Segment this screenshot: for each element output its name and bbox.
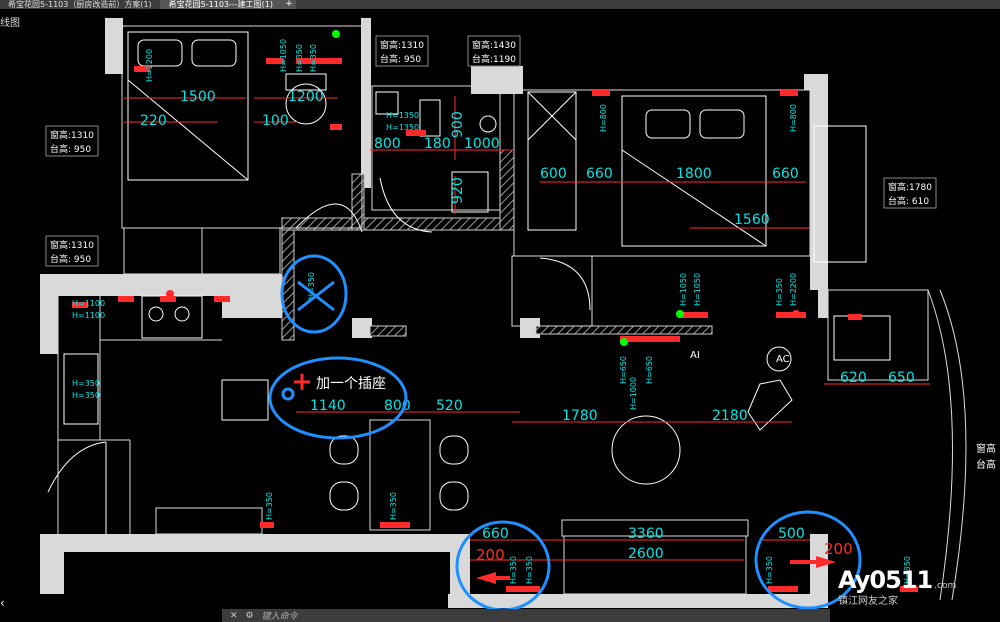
height-tag: H=2200 (789, 273, 798, 306)
dim-660-a: 660 (586, 166, 613, 182)
dim-800-bath: 800 (374, 136, 401, 152)
dim-660-b: 660 (772, 166, 799, 182)
side-note-sill: 台高 (976, 460, 996, 471)
height-tag: H=350 (309, 44, 318, 72)
dim-920: 920 (450, 177, 466, 204)
height-tag: H=350 (903, 556, 912, 584)
dim-2180: 2180 (712, 408, 748, 424)
height-tag: H=1000 (629, 377, 638, 410)
svg-text:窗高:1310: 窗高:1310 (50, 129, 94, 141)
watermark-logo: Ay0511 (838, 566, 933, 594)
dim-900: 900 (450, 111, 466, 138)
command-input[interactable]: 键入命令 (261, 612, 298, 622)
dim-180: 180 (424, 136, 451, 152)
dim-500: 500 (778, 526, 805, 542)
dim-620: 620 (840, 370, 867, 386)
height-tag: H=350 (525, 556, 534, 584)
height-tag: H=350 (307, 272, 316, 300)
viewport-label[interactable]: 线图 (0, 18, 20, 29)
height-tag: H=350 (72, 379, 100, 388)
ac-label: AC (776, 354, 790, 365)
markup-circle-add-socket (268, 356, 408, 440)
svg-text:台高: 950: 台高: 950 (380, 53, 421, 65)
tab-drawing-2[interactable]: 希宝花园5-1103---建工图(1) (160, 0, 282, 9)
add-socket-note: 加一个插座 (316, 376, 386, 392)
height-tag: H=350 (765, 556, 774, 584)
watermark-subtitle: 镇江网友之家 (838, 596, 898, 607)
height-tag: H=350 (509, 556, 518, 584)
height-tag: H=1050 (279, 39, 288, 72)
outline (57, 25, 967, 601)
tab-drawing-1[interactable]: 希宝花园5-1103（厨房改造前）方案(1) (0, 0, 161, 9)
markup-circle-sofa-right (754, 510, 862, 610)
height-tag: H=1050 (693, 273, 702, 306)
height-tag: H=1350 (386, 111, 419, 120)
dim-3360: 3360 (628, 526, 664, 542)
hatch-walls (281, 149, 713, 341)
height-tag: H=350 (389, 492, 398, 520)
height-tag: H=350 (295, 44, 304, 72)
markup-annotations (268, 254, 862, 612)
dim-220: 220 (140, 113, 167, 129)
height-tag: H=350 (72, 391, 100, 400)
dim-660-c: 660 (482, 526, 509, 542)
side-note-window: 窗高 (976, 444, 996, 455)
settings-icon[interactable]: ⚙ (245, 610, 254, 621)
command-line-bar: ✕ ⚙ 键入命令 (222, 609, 830, 622)
dim-1200: 1200 (288, 89, 324, 105)
dim-2600: 2600 (628, 546, 664, 562)
height-tags: H=2200 H=1050 H=350 H=350 H=1350 H=1350 … (72, 39, 912, 584)
arrow-right-icon (816, 556, 836, 568)
red-200-right: 200 (824, 540, 853, 558)
height-tag: H=2200 (145, 49, 154, 82)
svg-text:台高: 610: 台高: 610 (888, 195, 929, 207)
dim-1500: 1500 (180, 89, 216, 105)
svg-text:台高: 950: 台高: 950 (50, 143, 91, 155)
height-tag: H=1100 (72, 299, 105, 308)
arrow-left-icon (476, 572, 496, 584)
dim-1800: 1800 (676, 166, 712, 182)
markup-text: 加一个插座 200 200 (294, 374, 853, 584)
dim-600: 600 (540, 166, 567, 182)
markup-circle-socket-removed (280, 254, 348, 334)
svg-text:窗高:1310: 窗高:1310 (50, 239, 94, 251)
red-200-left: 200 (476, 546, 505, 564)
height-tag: H=650 (619, 356, 628, 384)
dim-1780: 1780 (562, 408, 598, 424)
markup-mark (281, 387, 295, 401)
height-tag: H=800 (599, 104, 608, 132)
dim-100: 100 (262, 113, 289, 129)
svg-text:窗高:1780: 窗高:1780 (888, 181, 932, 193)
dimension-texts: 1500 1200 220 100 800 180 1000 600 660 1… (140, 89, 915, 562)
dimension-lines (124, 96, 930, 561)
height-tag: H=350 (775, 278, 784, 306)
height-tag: H=650 (645, 356, 654, 384)
new-tab-button[interactable]: + (282, 0, 296, 9)
svg-text:台高:1190: 台高:1190 (472, 53, 516, 65)
height-tag: H=1350 (386, 123, 419, 132)
ai-label: AI (690, 350, 700, 361)
cursor-icon: ‹ (0, 596, 5, 610)
dim-1140: 1140 (310, 398, 346, 414)
height-tag: H=1100 (72, 311, 105, 320)
document-tab-bar: 希宝花园5-1103（厨房改造前）方案(1) 希宝花园5-1103---建工图(… (0, 0, 1000, 9)
close-icon[interactable]: ✕ (230, 610, 238, 621)
height-tag: H=350 (265, 492, 274, 520)
markup-cross (297, 280, 335, 312)
socket-markers (72, 30, 918, 592)
height-tag: H=800 (789, 104, 798, 132)
window-notes: 窗高:1310 台高: 950 窗高:1430 台高:1190 窗高:1310 … (45, 35, 937, 365)
watermark-domain: .com (934, 581, 957, 591)
svg-text:窗高:1310: 窗高:1310 (380, 39, 424, 51)
dim-650: 650 (888, 370, 915, 386)
height-tag: H=1050 (679, 273, 688, 306)
site-watermark: Ay0511.com 镇江网友之家 (838, 566, 968, 614)
dim-520: 520 (436, 398, 463, 414)
dim-1560: 1560 (734, 212, 770, 228)
svg-text:窗高:1430: 窗高:1430 (472, 39, 516, 51)
svg-text:台高: 950: 台高: 950 (50, 253, 91, 265)
dim-1000: 1000 (464, 136, 500, 152)
furniture (47, 31, 891, 534)
